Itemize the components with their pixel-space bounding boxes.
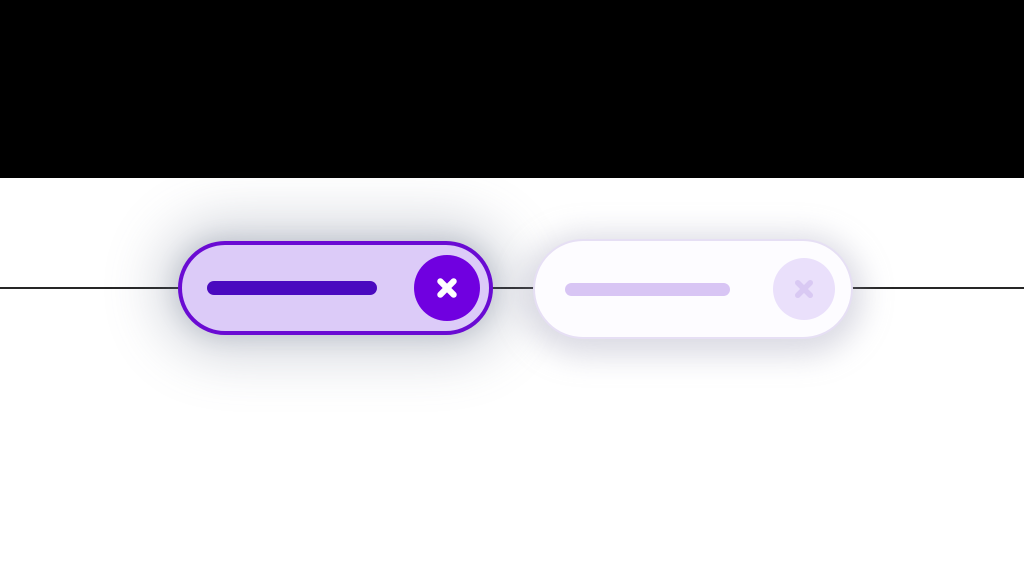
chip-disabled <box>533 239 853 339</box>
chip-label-bar <box>565 282 730 296</box>
divider-line <box>0 287 1024 289</box>
close-icon <box>789 274 819 304</box>
chip-close-button-disabled <box>773 258 835 320</box>
top-band <box>0 0 1024 178</box>
close-icon <box>431 272 463 304</box>
chip-close-button[interactable] <box>414 255 480 321</box>
chip-enabled[interactable] <box>178 241 493 335</box>
chip-label-bar <box>207 281 377 295</box>
